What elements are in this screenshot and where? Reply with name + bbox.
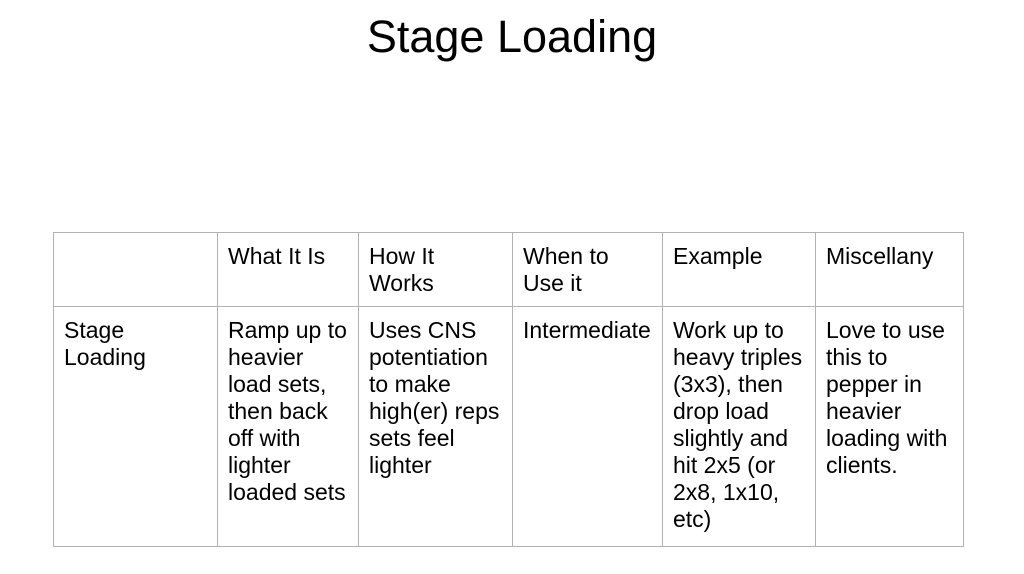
header-example: Example — [662, 232, 816, 307]
table-row: Stage Loading Ramp up to heavier load se… — [53, 306, 964, 547]
cell-row-label: Stage Loading — [53, 306, 218, 547]
cell-example: Work up to heavy triples (3x3), then dro… — [662, 306, 816, 547]
slide-title: Stage Loading — [366, 11, 658, 62]
cell-when-to-use-it: Intermediate — [512, 306, 663, 547]
cell-miscellany: Love to use this to pepper in heavier lo… — [815, 306, 964, 547]
stage-loading-table: What It Is How It Works When to Use it E… — [53, 232, 964, 547]
header-how-it-works: How It Works — [358, 232, 513, 307]
header-miscellany: Miscellany — [815, 232, 964, 307]
cell-what-it-is: Ramp up to heavier load sets, then back … — [217, 306, 359, 547]
header-when-to-use-it: When to Use it — [512, 232, 663, 307]
header-blank — [53, 232, 218, 307]
header-what-it-is: What It Is — [217, 232, 359, 307]
cell-how-it-works: Uses CNS potentiation to make high(er) r… — [358, 306, 513, 547]
table-header-row: What It Is How It Works When to Use it E… — [53, 232, 964, 307]
